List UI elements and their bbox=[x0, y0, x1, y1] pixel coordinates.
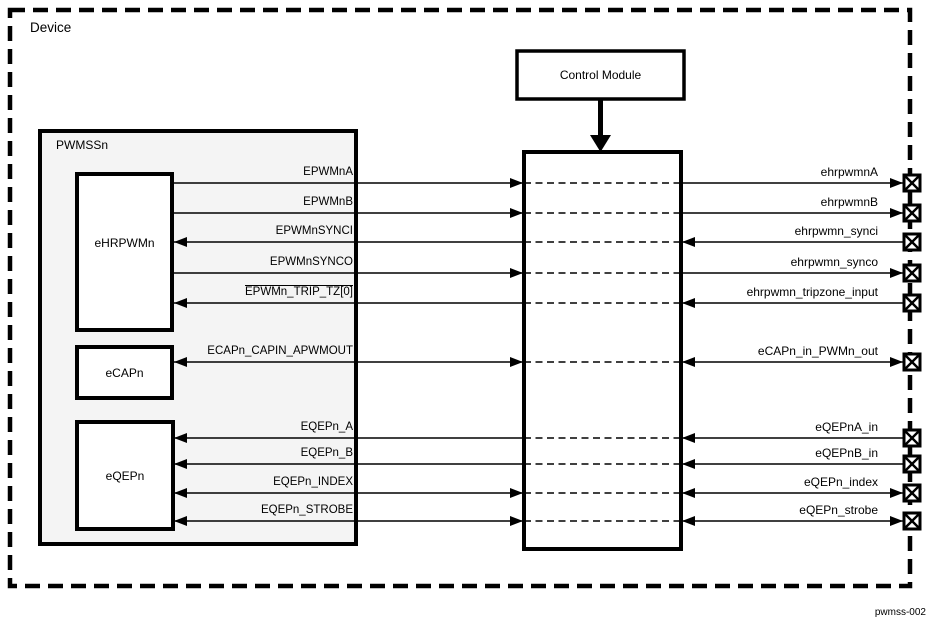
signal-label-left: EPWMnSYNCI bbox=[275, 225, 353, 237]
device-label: Device bbox=[30, 20, 72, 35]
control-module-label: Control Module bbox=[559, 68, 642, 82]
signal-label-right: ehrpwmnB bbox=[820, 195, 878, 209]
signal-label-left: EPWMnSYNCO bbox=[269, 256, 353, 268]
pwmss-label: PWMSSn bbox=[56, 138, 109, 152]
signal-label-left: EQEPn_INDEX bbox=[273, 476, 353, 488]
signal-row-epwmna bbox=[174, 173, 922, 193]
signal-row-eqepn-a bbox=[174, 428, 922, 448]
ehrpwm-box bbox=[75, 172, 174, 332]
io-pad-icon bbox=[902, 454, 922, 474]
signal-label-right: ehrpwmnA bbox=[820, 165, 878, 179]
ecap-box bbox=[75, 345, 174, 400]
signal-row-epwmnb bbox=[174, 203, 922, 223]
ehrpwm-block-label: eHRPWMn bbox=[94, 236, 155, 250]
signal-row-eqepn-strobe bbox=[174, 511, 922, 531]
io-pad-icon bbox=[902, 173, 922, 193]
figure-id: pwmss-002 bbox=[874, 607, 926, 618]
signal-label-left: EQEPn_STROBE bbox=[260, 504, 353, 516]
signal-label-left: EQEPn_A bbox=[300, 421, 353, 433]
signal-label-left: EPWMnA bbox=[303, 166, 353, 178]
signal-row-epwmnsynci bbox=[174, 232, 922, 252]
ecap-block-label: eCAPn bbox=[105, 366, 144, 380]
io-pad-icon bbox=[902, 232, 922, 252]
signal-label-right: eQEPnB_in bbox=[815, 446, 878, 460]
eqep-block-label: eQEPn bbox=[105, 469, 145, 483]
control-module-arrow bbox=[590, 99, 611, 152]
signal-row-eqepn-b bbox=[174, 454, 922, 474]
eqep-box bbox=[75, 420, 175, 531]
signal-label-right: eQEPn_index bbox=[803, 475, 878, 489]
io-pad-icon bbox=[902, 352, 922, 372]
signal-label-right: ehrpwmn_synci bbox=[794, 224, 878, 238]
signal-label-left: ECAPn_CAPIN_APWMOUT bbox=[207, 345, 353, 357]
io-pad-icon bbox=[902, 293, 922, 313]
io-pad-icon bbox=[902, 511, 922, 531]
io-pad-icon bbox=[902, 428, 922, 448]
signal-row-eqepn-index bbox=[174, 483, 922, 503]
io-pad-icon bbox=[902, 203, 922, 223]
signal-label-left: EQEPn_B bbox=[300, 447, 353, 459]
signal-row-epwmnsynco bbox=[174, 263, 922, 283]
signal-label-left-active-low: EPWMn_TRIP_TZ[0] bbox=[245, 286, 353, 298]
control-module-box bbox=[515, 49, 686, 101]
signal-label-right: eQEPnA_in bbox=[815, 420, 878, 434]
signal-label-right: ehrpwmn_synco bbox=[790, 255, 878, 269]
io-pad-icon bbox=[902, 263, 922, 283]
signal-label-right: eQEPn_strobe bbox=[799, 503, 878, 517]
signal-label-right: ehrpwmn_tripzone_input bbox=[746, 285, 878, 299]
signal-row-epwmn-trip-tz bbox=[174, 293, 922, 313]
signal-row-ecapn bbox=[174, 352, 922, 372]
signal-label-right: eCAPn_in_PWMn_out bbox=[757, 344, 878, 358]
signal-label-left: EPWMnB bbox=[303, 196, 353, 208]
io-pad-icon bbox=[902, 483, 922, 503]
interconnect-box bbox=[522, 150, 683, 551]
